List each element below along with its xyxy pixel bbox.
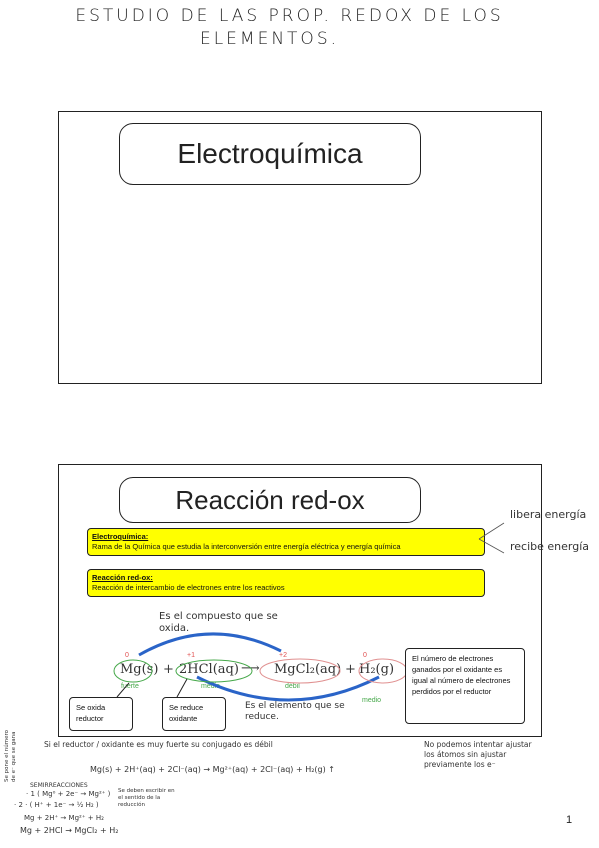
slide-2-title: Reacción red-ox [175, 485, 365, 515]
slide-1-title: Electroquímica [177, 138, 363, 169]
eq-mg: Mg(s) [120, 662, 159, 677]
note-ionic-equation: Mg(s) + 2H⁺(aq) + 2Cl⁻(aq) → Mg²⁺(aq) + … [90, 765, 335, 774]
eq-plus-1: + [163, 662, 174, 677]
header-title-line1: ESTUDIO DE LAS PROP. REDOX DE LOS [75, 6, 504, 26]
ox-number-mg: 0 [125, 652, 129, 659]
definition-heading-electroquimica: Electroquímica: [92, 532, 149, 541]
pointer-oxida [116, 682, 130, 698]
eq-hcl: 2HCl(aq) [179, 662, 239, 677]
circle-mg [113, 659, 153, 683]
ox-number-h2: 0 [363, 652, 367, 659]
ox-number-h: +1 [187, 652, 195, 659]
slide-1-title-box: Electroquímica [119, 123, 421, 185]
definition-text-electroquimica: Rama de la Química que estudia la interc… [92, 542, 401, 551]
definition-text-redox: Reacción de intercambio de electrones en… [92, 583, 285, 592]
annotation-elemento-reduce: Es el elemento que se reduce. [245, 701, 345, 722]
note-side-electrons: Se pone el número de e⁻ que se gana [4, 730, 17, 782]
strength-medio-1: medio [201, 683, 221, 690]
annotation-recibe-energia: recibe energía [510, 540, 590, 553]
se-oxida-box: Se oxida reductor [69, 697, 133, 731]
electron-balance-note: El número de electrones ganados por el o… [405, 648, 525, 724]
circle-h2 [358, 658, 408, 684]
arc-reduction [196, 675, 380, 702]
circle-hcl [175, 659, 253, 683]
strength-debil: débil [285, 683, 300, 690]
equation-annotations [113, 522, 505, 702]
eq-mgcl2: MgCl₂(aq) [274, 662, 342, 677]
note-semi-2: · 2 · ( H⁺ + 1e⁻ → ½ H₂ ) [14, 801, 99, 809]
definition-heading-redox: Reacción red-ox: [92, 573, 153, 582]
note-semireacciones-title: SEMIRREACCIONES [30, 782, 88, 789]
annotation-libera-energia: libera energía [510, 508, 587, 521]
slide-1: Electroquímica [58, 111, 542, 384]
circle-mgcl2 [259, 658, 341, 684]
strength-fuerte: fuerte [121, 683, 139, 690]
slide-2: Reacción red-ox Electroquímica: Rama de … [58, 464, 542, 737]
note-semi-1: · 1 ( Mg⁰ + 2e⁻ → Mg²⁺ ) [26, 790, 111, 798]
eq-plus-2: + [345, 662, 356, 677]
note-strong-weak: Si el reductor / oxidante es muy fuerte … [44, 740, 273, 749]
definition-box-electroquimica: Electroquímica: Rama de la Química que e… [87, 528, 485, 556]
pointer-recibe [478, 538, 505, 554]
definition-box-redox: Reacción red-ox: Reacción de intercambio… [87, 569, 485, 597]
note-final-equation: Mg + 2HCl → MgCl₂ + H₂ [20, 826, 119, 835]
header-title-line2: ELEMENTOS. [199, 29, 340, 49]
note-semi-direction: Se deben escribir en el sentido de la re… [118, 788, 175, 808]
pointer-libera [478, 522, 505, 540]
slide-2-title-box: Reacción red-ox [119, 477, 421, 523]
pointer-reduce [176, 678, 188, 698]
se-reduce-box: Se reduce oxidante [162, 697, 226, 731]
annotation-compuesto-oxida: Es el compuesto que se oxida. [159, 611, 278, 634]
arc-oxidation [138, 632, 282, 657]
ox-number-mgcl2: +2 [279, 652, 287, 659]
note-sum: Mg + 2H⁺ → Mg²⁺ + H₂ [24, 814, 104, 822]
eq-h2: H₂(g) [359, 662, 395, 677]
strength-medio-2: medio [362, 697, 382, 704]
redox-equation: Mg(s) + 2HCl(aq) ⟶ MgCl₂(aq) + H₂(g) [117, 661, 417, 682]
page-number: 1 [566, 814, 573, 826]
note-adjust-electrons: No podemos intentar ajustar los átomos s… [424, 740, 532, 769]
